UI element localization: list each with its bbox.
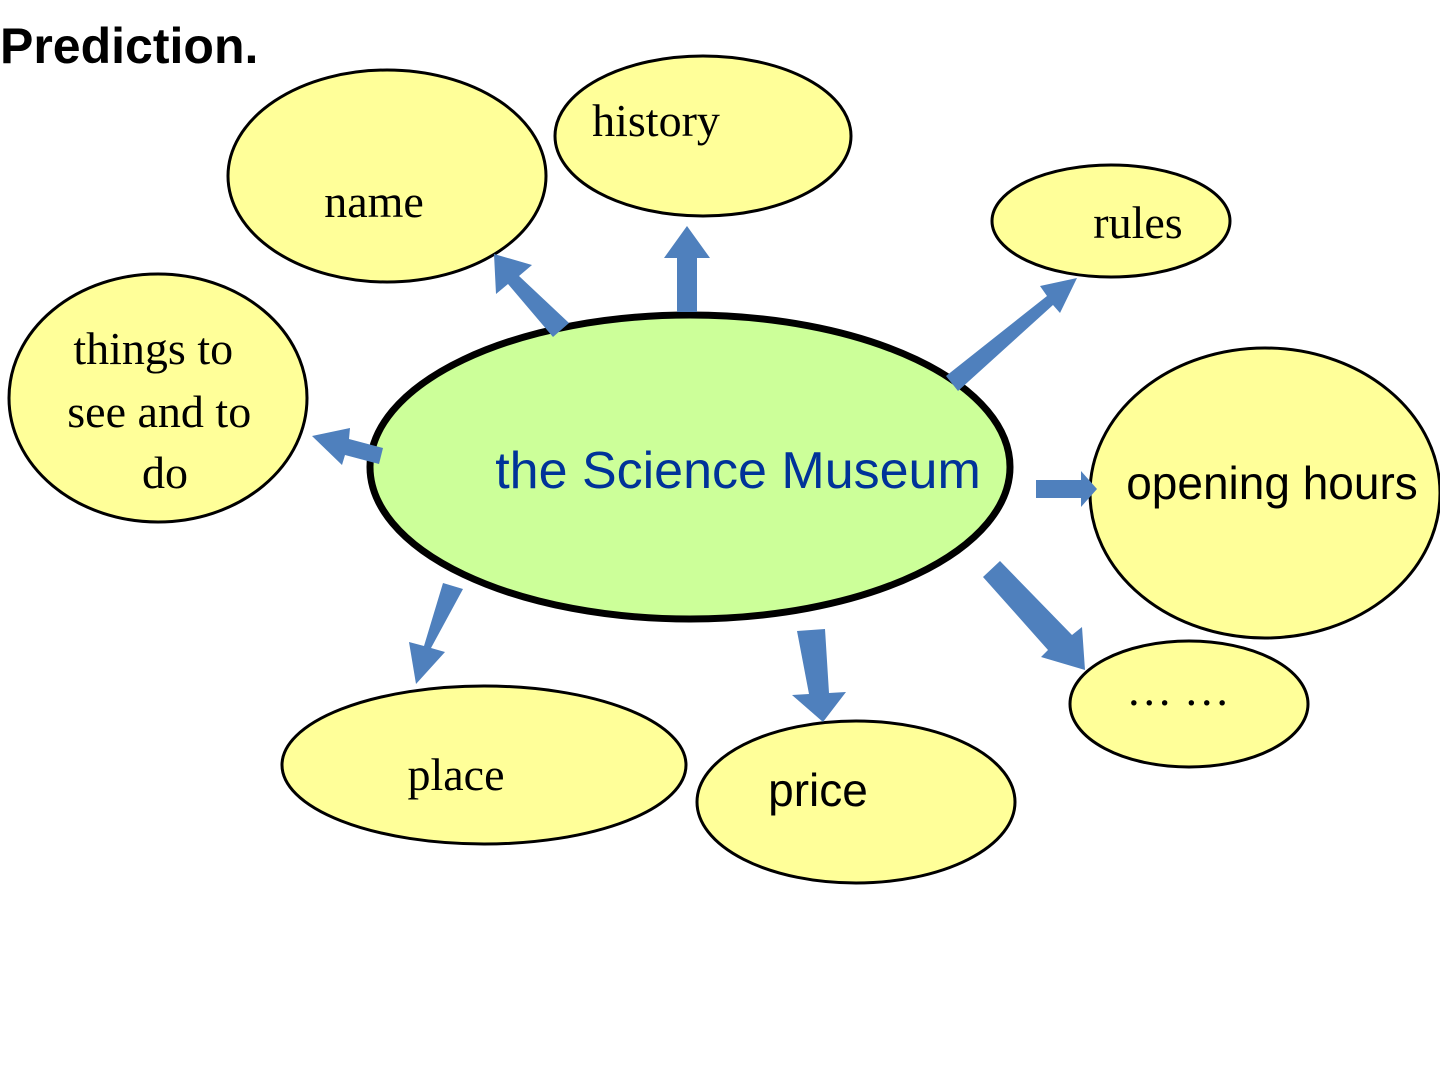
node-more-label: … … bbox=[1126, 664, 1230, 715]
node-things-line-1: things to bbox=[73, 323, 233, 374]
node-history bbox=[553, 54, 853, 218]
node-things-label: things to see and to do bbox=[67, 323, 262, 498]
node-rules-label: rules bbox=[1093, 197, 1182, 248]
arrow-to-place bbox=[409, 583, 463, 684]
center-node bbox=[366, 311, 1014, 623]
node-opening-hours-label: opening hours bbox=[1126, 457, 1418, 509]
arrow-to-things bbox=[312, 428, 383, 465]
node-price bbox=[695, 719, 1017, 885]
page-title: Prediction. bbox=[0, 18, 259, 74]
arrow-to-rules bbox=[946, 278, 1077, 391]
arrow-to-opening-hours bbox=[1036, 471, 1097, 507]
node-price-label: price bbox=[768, 764, 868, 816]
node-place-label: place bbox=[407, 749, 504, 800]
node-name bbox=[226, 68, 548, 284]
arrow-to-name bbox=[494, 254, 569, 337]
arrow-to-more bbox=[983, 561, 1085, 670]
node-more bbox=[1068, 639, 1310, 769]
node-history-label: history bbox=[592, 95, 720, 146]
node-place bbox=[280, 684, 688, 846]
node-name-label: name bbox=[324, 176, 424, 227]
node-things bbox=[7, 272, 309, 524]
node-rules bbox=[990, 163, 1232, 279]
node-things-line-3: do bbox=[142, 447, 188, 498]
arrow-to-history bbox=[664, 226, 710, 312]
arrow-to-price bbox=[792, 629, 846, 722]
center-label: the Science Museum bbox=[495, 442, 981, 500]
node-things-line-2: see and to bbox=[67, 386, 251, 437]
